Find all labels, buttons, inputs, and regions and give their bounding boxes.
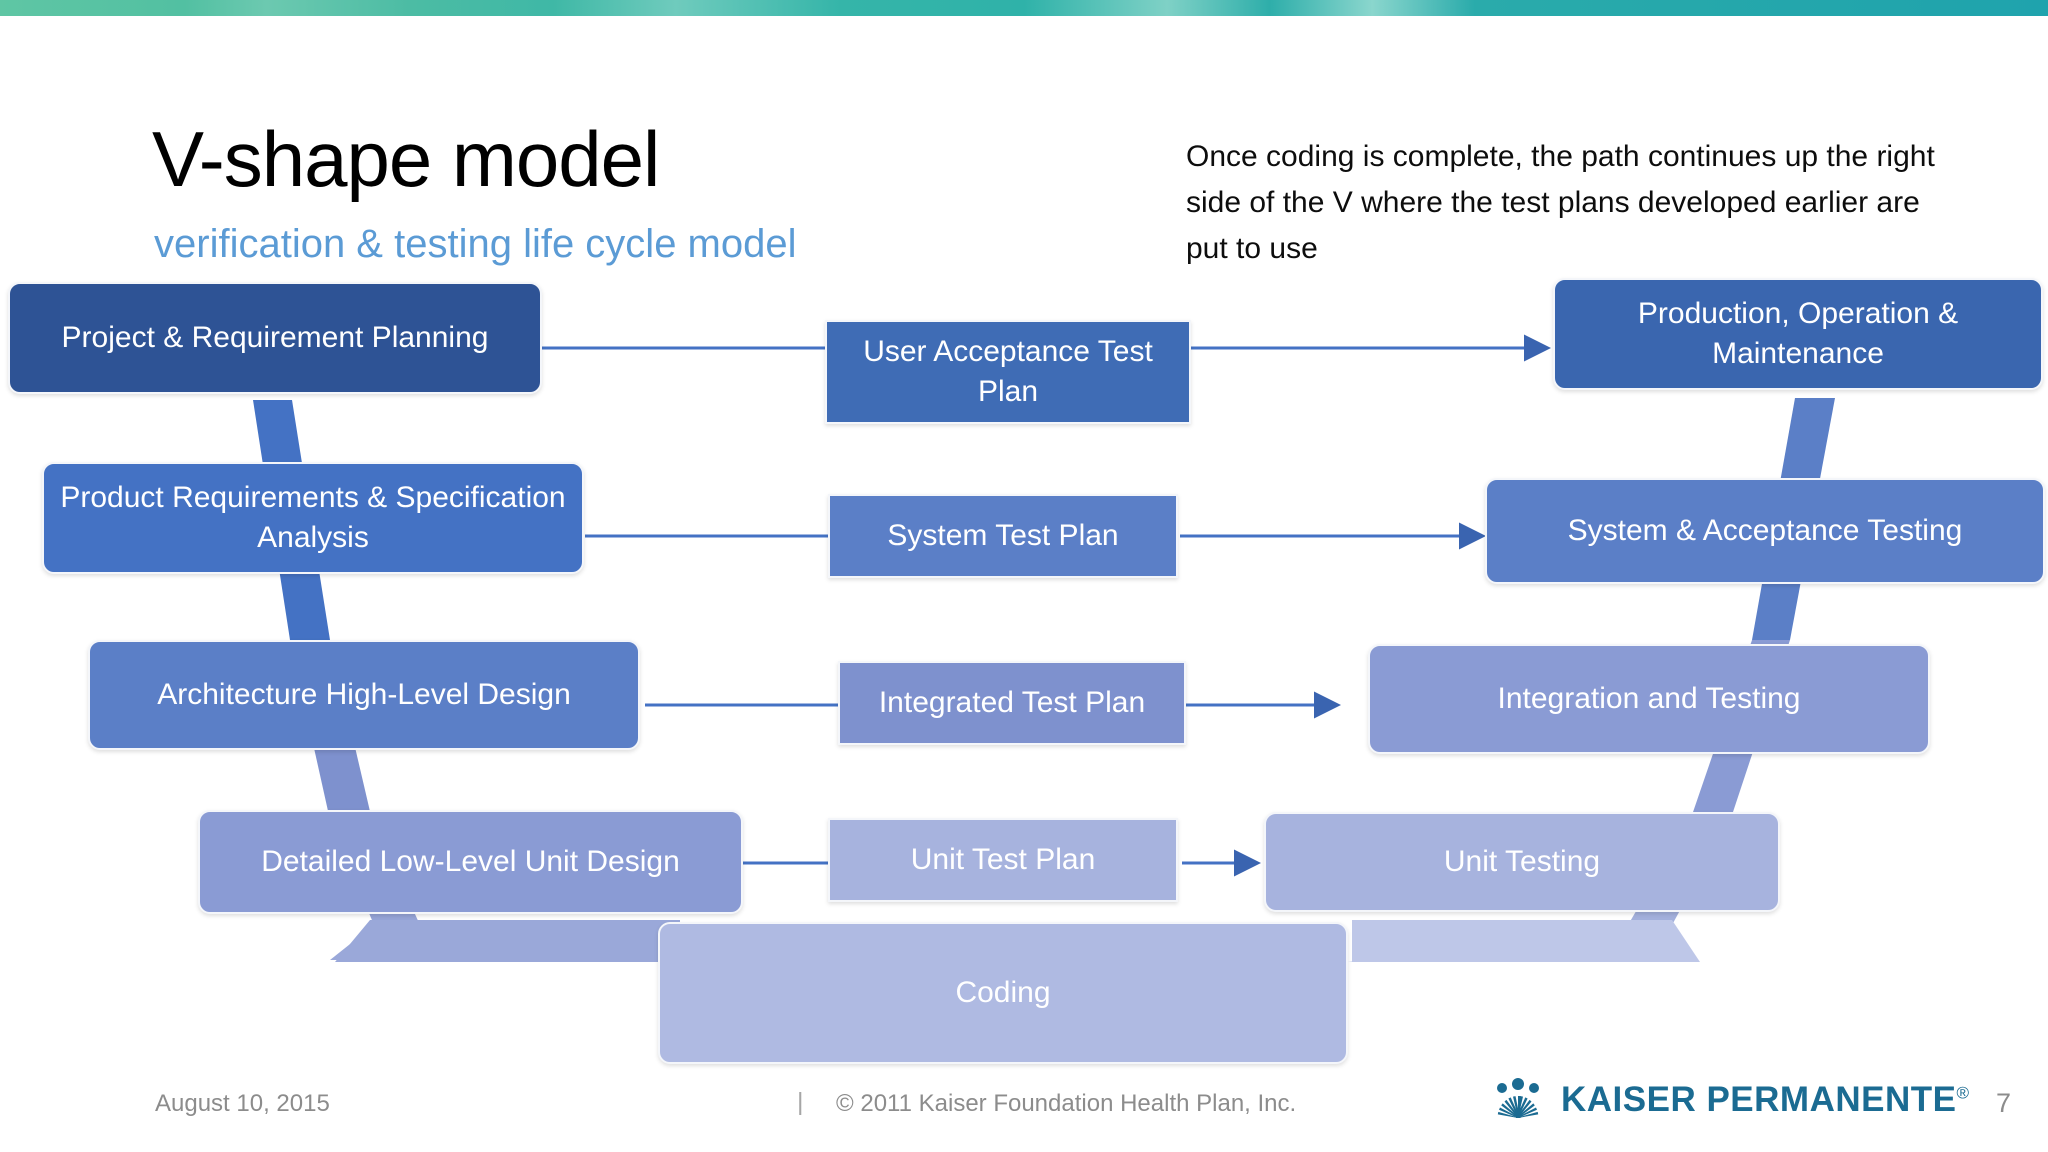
box-label: User Acceptance Test Plan [863,335,1153,408]
page-subtitle: verification & testing life cycle model [154,222,797,266]
box-label: System & Acceptance Testing [1567,514,1963,547]
registered-mark: ® [1956,1083,1970,1103]
process-box-coding[interactable]: Coding [658,922,1348,1064]
process-box-system-acceptance-testing[interactable]: System & Acceptance Testing [1485,478,2045,584]
kaiser-fan-icon [1497,1078,1539,1118]
footer-separator: | [797,1088,804,1116]
process-box-architecture-high-level-design[interactable]: Architecture High-Level Design [88,640,640,750]
process-box-unit-testing[interactable]: Unit Testing [1264,812,1780,912]
box-label: Project & Requirement Planning [61,321,489,354]
footer-date: August 10, 2015 [155,1090,330,1117]
test-plan-box-integrated-test-plan[interactable]: Integrated Test Plan [838,661,1186,745]
box-label: Detailed Low-Level Unit Design [261,845,680,878]
logo-text: KAISER PERMANENTE [1561,1080,1957,1119]
process-box-integration-and-testing[interactable]: Integration and Testing [1368,644,1930,754]
box-label: Architecture High-Level Design [157,678,571,711]
box-label: Integrated Test Plan [878,686,1146,719]
test-plan-box-system-test-plan[interactable]: System Test Plan [828,494,1178,578]
process-box-project-requirement-planning[interactable]: Project & Requirement Planning [8,282,542,394]
page-number: 7 [1996,1088,2012,1118]
footer-copyright: © 2011 Kaiser Foundation Health Plan, In… [836,1090,1297,1117]
test-plan-box-unit-test-plan[interactable]: Unit Test Plan [828,818,1178,902]
kaiser-permanente-logo: KAISER PERMANENTE® [1489,1078,1970,1122]
process-box-product-requirements-specification-analysis[interactable]: Product Requirements & Specification Ana… [42,462,584,574]
description-text: Once coding is complete, the path contin… [1186,140,1935,265]
process-box-detailed-low-level-unit-design[interactable]: Detailed Low-Level Unit Design [198,810,743,914]
box-label: Unit Test Plan [910,843,1096,876]
box-label: Production, Operation & Maintenance [1637,297,1959,370]
box-label: Unit Testing [1443,845,1601,878]
box-label: Coding [955,976,1051,1009]
box-label: Product Requirements & Specification Ana… [60,481,566,554]
test-plan-box-user-acceptance-test-plan[interactable]: User Acceptance Test Plan [825,320,1191,424]
logo-wordmark: KAISER PERMANENTE® [1561,1080,1970,1120]
top-accent-bar [0,0,2048,16]
box-label: System Test Plan [887,519,1119,552]
page-title: V-shape model [152,115,660,203]
box-label: Integration and Testing [1497,682,1801,715]
process-box-production-operation-maintenance[interactable]: Production, Operation & Maintenance [1553,278,2043,390]
